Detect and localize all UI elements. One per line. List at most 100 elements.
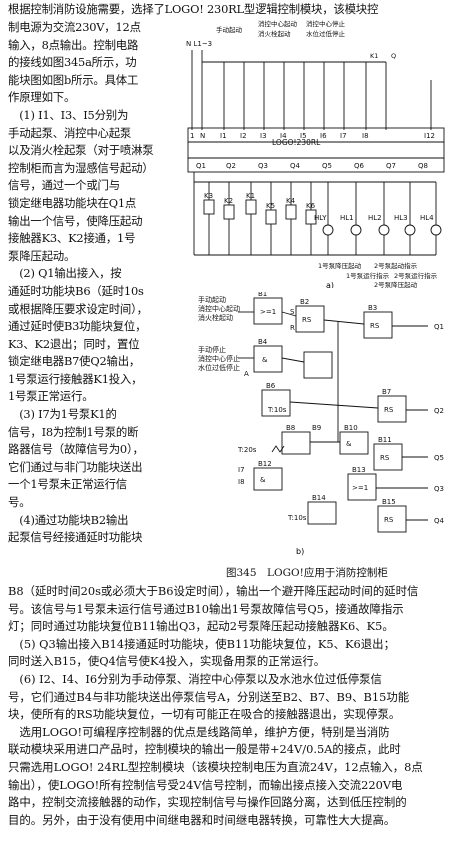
coil-label: K5: [266, 202, 275, 210]
figure-caption: 图345 LOGO!应用于消防控制柜: [226, 567, 388, 579]
block-label: B4: [258, 338, 268, 346]
body-line: (6) I2、I4、I6分别为手动停泵、消控中心停泵以及水池水位过低停泵信: [8, 671, 382, 686]
body-line: 只需选用LOGO! 24RL型控制模块（该模块控制电压为直流24V，12点输入，…: [8, 759, 423, 774]
block-output-label: Q4: [434, 517, 445, 525]
coil-label: HL1: [340, 214, 354, 222]
block-label: B6: [266, 382, 276, 390]
figure-b-label: b): [296, 547, 304, 556]
left-line: 1号泵运行接触器K1投入，: [8, 371, 143, 386]
timer-label: T:10s: [267, 406, 287, 414]
output-label: Q2: [226, 162, 236, 170]
left-line: 制电源为交流230V，12点: [8, 20, 141, 34]
left-line: 接触器K3、K2接通，1号: [8, 231, 136, 246]
input-label: 消控中心停止: [306, 20, 346, 28]
gate-label: &: [262, 356, 268, 364]
left-line: (2) Q1输出接入，按: [8, 266, 122, 281]
left-line: 一个1号泵未正常运行信: [8, 477, 127, 492]
figure-a-label: a): [326, 281, 334, 288]
left-line: K3、K2退出；同时，置位: [8, 336, 140, 351]
left-line: 信号，I8为控制1号泵的断: [8, 424, 139, 439]
coil-label: K3: [204, 192, 213, 200]
coil-label: HLY: [314, 214, 327, 222]
coil-label: HL3: [394, 214, 408, 222]
left-line: 1号泵正常运行。: [8, 389, 94, 404]
left-line: 输入，8点输出。控制电路: [8, 37, 139, 52]
left-line: 通过延时使B3功能块复位，: [8, 319, 147, 334]
block-input-label: 消控中心停止: [198, 354, 240, 363]
left-line: 控制柜而言为湿感信号起动）: [8, 160, 154, 175]
gate-label: R: [290, 324, 295, 332]
left-line: 通延时功能块B6（延时10s: [8, 283, 144, 298]
block-label: B15: [382, 498, 396, 506]
terminal-label: 1: [190, 132, 194, 140]
terminal-label: I2: [240, 132, 247, 140]
body-line: 路中，控制交流接触器的动作，实现控制信号与操作回路分离，达到低压控制的: [8, 795, 407, 810]
gate-label: RS: [380, 454, 390, 462]
coil-label: HL2: [368, 214, 382, 222]
terminal-label: I1: [220, 132, 227, 140]
coil-label: K2: [224, 197, 233, 205]
body-line: 选用LOGO!可编程序控制器的优点是线路简单，维护方便，特别是当消防: [8, 724, 390, 739]
bottom-text: B8（延时时间20s或必须大于B6设定时间），输出一个避开降压起动时间的延时信 …: [8, 583, 446, 829]
gate-label: RS: [302, 316, 312, 324]
body-line: (5) Q3输出接入B14接通延时功能块，使B11功能块复位，K5、K6退出；: [8, 636, 395, 651]
terminal-label: I12: [424, 132, 435, 140]
input-label: Q: [391, 52, 396, 60]
block-input-label: 消火栓起动: [198, 313, 233, 322]
gate-label: >=1: [352, 484, 368, 492]
gate-label: S: [290, 308, 295, 316]
left-line: 信号，通过一个或门与: [8, 178, 120, 193]
left-line: 泵降压起动。: [8, 248, 76, 263]
lamp-label: 1号泵降压起动: [318, 261, 362, 270]
gate-label: >=1: [260, 308, 276, 316]
output-label: Q1: [196, 162, 206, 170]
block-label: B12: [258, 460, 272, 468]
function-block-diagram: 手动起动 消控中心起动 消火栓起动 手动停止 消控中心停止 水位过低停止 B1 …: [198, 292, 445, 556]
left-line: 以及消火栓起泵（对于喷淋泵: [8, 143, 154, 158]
block-output-label: Q3: [434, 485, 444, 493]
terminal-label: I8: [362, 132, 369, 140]
block-label: B14: [312, 494, 326, 502]
left-line: 能块图如图b所示。具体工: [8, 72, 139, 87]
left-line: 输出一个信号，使降压起动: [8, 213, 143, 228]
gate-label: RS: [384, 406, 394, 414]
left-line: 锁定继电器功能块在Q1点: [8, 195, 137, 210]
coil-label: K1: [246, 192, 255, 200]
body-line: B8（延时时间20s或必须大于B6设定时间），输出一个避开降压起动时间的延时信: [8, 584, 419, 598]
left-line: 号。: [8, 495, 31, 510]
output-label: Q3: [258, 162, 268, 170]
left-line: 手动起泵、消控中心起泵: [8, 125, 132, 140]
block-input-label: 水位过低停止: [198, 363, 240, 372]
block-label: B1: [258, 292, 267, 298]
left-line: 起泵信号经接通延时功能块: [8, 530, 143, 545]
left-line: (1) I1、I3、I5分别为: [8, 107, 129, 122]
gate-label: A: [244, 370, 249, 378]
gate-label: I7: [238, 466, 245, 474]
wiring-diagram: N L1~3 LOGO!230RL Q1 Q2 Q3 Q4 Q5 Q6 Q7 Q…: [186, 20, 445, 288]
block-input-label: 手动起动: [198, 295, 226, 304]
intro-line: 根据控制消防设施需要，选择了LOGO! 230RL型逻辑控制模块，该模块控: [8, 2, 379, 16]
input-label: 手动起动: [216, 25, 243, 34]
block-label: B11: [378, 436, 392, 444]
terminal-label: I6: [320, 132, 327, 140]
lamp-label: 2号泵起动指示: [374, 261, 418, 270]
body-line: 号。该信号与1号泵未运行信号通过B10输出1号泵故障信号Q5，接通故障指示: [8, 601, 404, 616]
coil-label: HL4: [420, 214, 434, 222]
block-input-label: 消控中心起动: [198, 304, 240, 313]
left-line: 锁定继电器B7使Q2输出，: [8, 354, 141, 369]
lamp-label: 1号泵运行指示: [346, 271, 390, 280]
block-label: B3: [368, 304, 377, 312]
input-label: K1: [370, 52, 378, 60]
left-line: 的接线如图345a所示，功: [8, 55, 137, 70]
body-line: 输出），使LOGO!所有控制信号受24V信号控制，而输出接点接入交流220V电: [8, 777, 403, 792]
lamp-label: 2号泵降压起动: [374, 280, 418, 288]
output-label: Q7: [386, 162, 396, 170]
supply-label: N L1~3: [186, 40, 212, 48]
block-output-label: Q1: [434, 323, 444, 331]
gate-label: I8: [238, 478, 245, 486]
block-label: B8: [286, 424, 295, 432]
block-output-label: Q5: [434, 454, 444, 462]
terminal-label: I4: [280, 132, 287, 140]
left-column: 制电源为交流230V，12点 输入，8点输出。控制电路 的接线如图345a所示，…: [8, 19, 182, 547]
body-line: 联动模块采用进口产品时，控制模块的输出一般是带+24V/0.5A的接点，此时: [8, 742, 401, 757]
